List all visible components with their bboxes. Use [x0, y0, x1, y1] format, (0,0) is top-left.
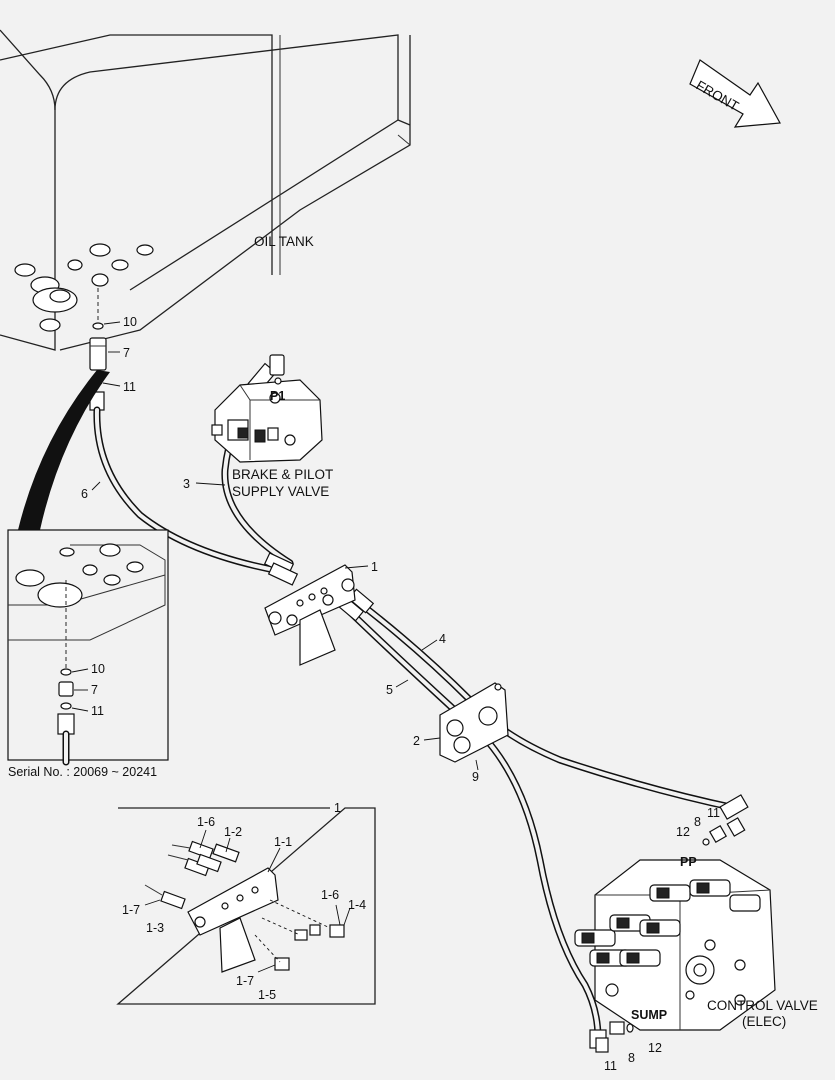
bracket-1	[264, 564, 356, 666]
front-arrow: FRONT	[689, 59, 781, 128]
callout-6: 6	[81, 487, 88, 501]
callout-3: 3	[183, 477, 190, 491]
callout-9: 9	[472, 770, 479, 784]
callout-1-3: 1-3	[146, 921, 164, 935]
callout-5: 5	[386, 683, 393, 697]
callout-7-inset: 7	[91, 683, 98, 697]
callout-2: 2	[413, 734, 420, 748]
callout-1-detail: 1	[334, 801, 341, 815]
callout-1-6b: 1-6	[321, 888, 339, 902]
callout-1-2: 1-2	[224, 825, 242, 839]
callout-11-top: 11	[123, 380, 136, 394]
brake-pilot-label-1: BRAKE & PILOT	[232, 467, 333, 482]
inset-box	[7, 370, 169, 766]
control-valve-label-2: (ELEC)	[742, 1014, 786, 1029]
callout-8-sump: 8	[628, 1051, 635, 1065]
labels: OIL TANK BRAKE & PILOT SUPPLY VALVE P1 P…	[8, 234, 818, 1073]
callout-12-sump: 12	[648, 1041, 662, 1055]
callout-1-6a: 1-6	[197, 815, 215, 829]
oil-tank-label: OIL TANK	[254, 234, 314, 249]
control-valve	[574, 859, 776, 1031]
serial-label: Serial No. : 20069 ~ 20241	[8, 765, 157, 779]
callout-4: 4	[439, 632, 446, 646]
pp-fittings	[702, 817, 746, 846]
p1-label: P1	[270, 389, 285, 403]
detail-box-1	[116, 807, 376, 1005]
leader-lines	[71, 321, 479, 973]
pp-label: PP	[680, 855, 697, 869]
callout-10-top: 10	[123, 315, 137, 329]
sump-fittings	[595, 1021, 634, 1053]
control-valve-label-1: CONTROL VALVE	[707, 998, 818, 1013]
callout-1-7b: 1-7	[236, 974, 254, 988]
bracket-2	[439, 682, 509, 763]
callout-10-inset: 10	[91, 662, 105, 676]
callout-1: 1	[371, 560, 378, 574]
sump-label: SUMP	[631, 1008, 667, 1022]
callout-12-pp: 12	[676, 825, 690, 839]
callout-11-pp: 11	[707, 806, 720, 820]
callout-11-sump: 11	[604, 1059, 617, 1073]
callout-8-pp: 8	[694, 815, 701, 829]
callout-1-5: 1-5	[258, 988, 276, 1002]
callout-1-7a: 1-7	[122, 903, 140, 917]
callout-7-top: 7	[123, 346, 130, 360]
brake-pilot-valve	[211, 354, 323, 463]
callout-11-inset: 11	[91, 704, 104, 718]
callout-1-1: 1-1	[274, 835, 292, 849]
brake-pilot-label-2: SUPPLY VALVE	[232, 484, 329, 499]
hoses	[93, 362, 749, 1049]
oil-tank	[0, 29, 411, 351]
callout-1-4: 1-4	[348, 898, 366, 912]
